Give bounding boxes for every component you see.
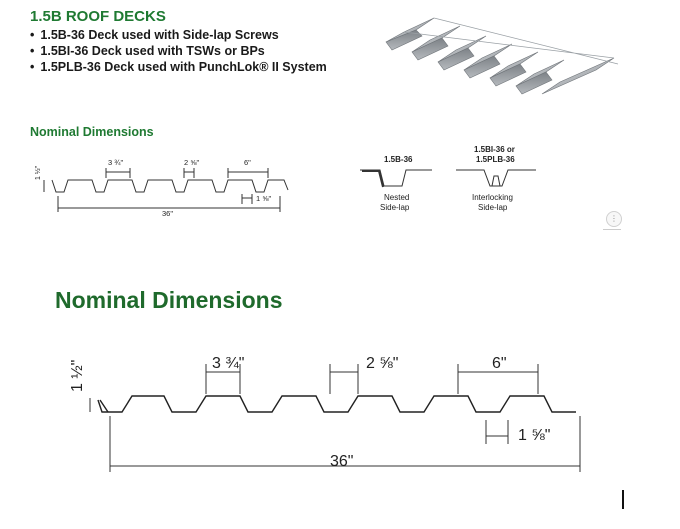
large-web-label: 2 ⅝"	[366, 355, 398, 372]
small-height-label: 1 ½"	[34, 165, 42, 180]
deck-type-item: 1.5BI-36 Deck used with TSWs or BPs	[30, 43, 327, 59]
interlock-caption-line1: Interlocking	[472, 193, 513, 202]
small-pitch-label: 6"	[244, 158, 251, 167]
deck-profile-line	[97, 395, 576, 413]
interlock-title-line2: 1.5PLB-36	[476, 155, 515, 164]
large-profile-diagram: 1 ½" 3 ¾" 2 ⅝" 6" 1 ⅝" 36"	[69, 355, 581, 472]
small-bottom-label: 1 ⅝"	[256, 194, 272, 203]
deck-type-item: 1.5B-36 Deck used with Side-lap Screws	[30, 27, 327, 43]
nested-caption-line2: Side-lap	[380, 203, 410, 212]
small-web-label: 2 ⅝"	[184, 158, 200, 167]
nested-title: 1.5B-36	[384, 155, 413, 164]
large-pitch-label: 6"	[492, 355, 507, 372]
large-height-label: 1 ½"	[69, 360, 86, 392]
deck-profile-line	[51, 179, 289, 193]
interlock-profile	[456, 169, 536, 187]
section-title-small: Nominal Dimensions	[30, 125, 154, 139]
interlock-caption-line2: Side-lap	[478, 203, 508, 212]
text-cursor	[622, 490, 624, 509]
nested-profile	[360, 169, 432, 187]
page-title: 1.5B ROOF DECKS	[30, 8, 166, 25]
section-title-large: Nominal Dimensions	[55, 287, 283, 313]
large-top-flange-label: 3 ¾"	[212, 355, 244, 372]
small-profile-diagram: 1 ½" 3 ¾" 2 ⅝" 6" 1 ⅝" 36"	[34, 158, 289, 218]
zoom-handle-icon[interactable]: ⋮	[606, 211, 622, 227]
large-width-label: 36"	[330, 453, 353, 470]
small-top-flange-label: 3 ¾"	[108, 158, 124, 167]
large-bottom-label: 1 ⅝"	[518, 427, 550, 444]
nested-caption-line1: Nested	[384, 193, 409, 202]
deck-3d-illustration	[385, 17, 619, 95]
sidelap-details: 1.5B-36 1.5BI-36 or 1.5PLB-36 Nested Sid…	[360, 145, 536, 212]
divider	[603, 229, 621, 230]
deck-type-item: 1.5PLB-36 Deck used with PunchLok® II Sy…	[30, 59, 326, 75]
deck-type-list: 1.5B-36 Deck used with Side-lap Screws 1…	[30, 27, 327, 75]
interlock-title-line1: 1.5BI-36 or	[474, 145, 515, 154]
small-width-label: 36"	[162, 209, 173, 218]
